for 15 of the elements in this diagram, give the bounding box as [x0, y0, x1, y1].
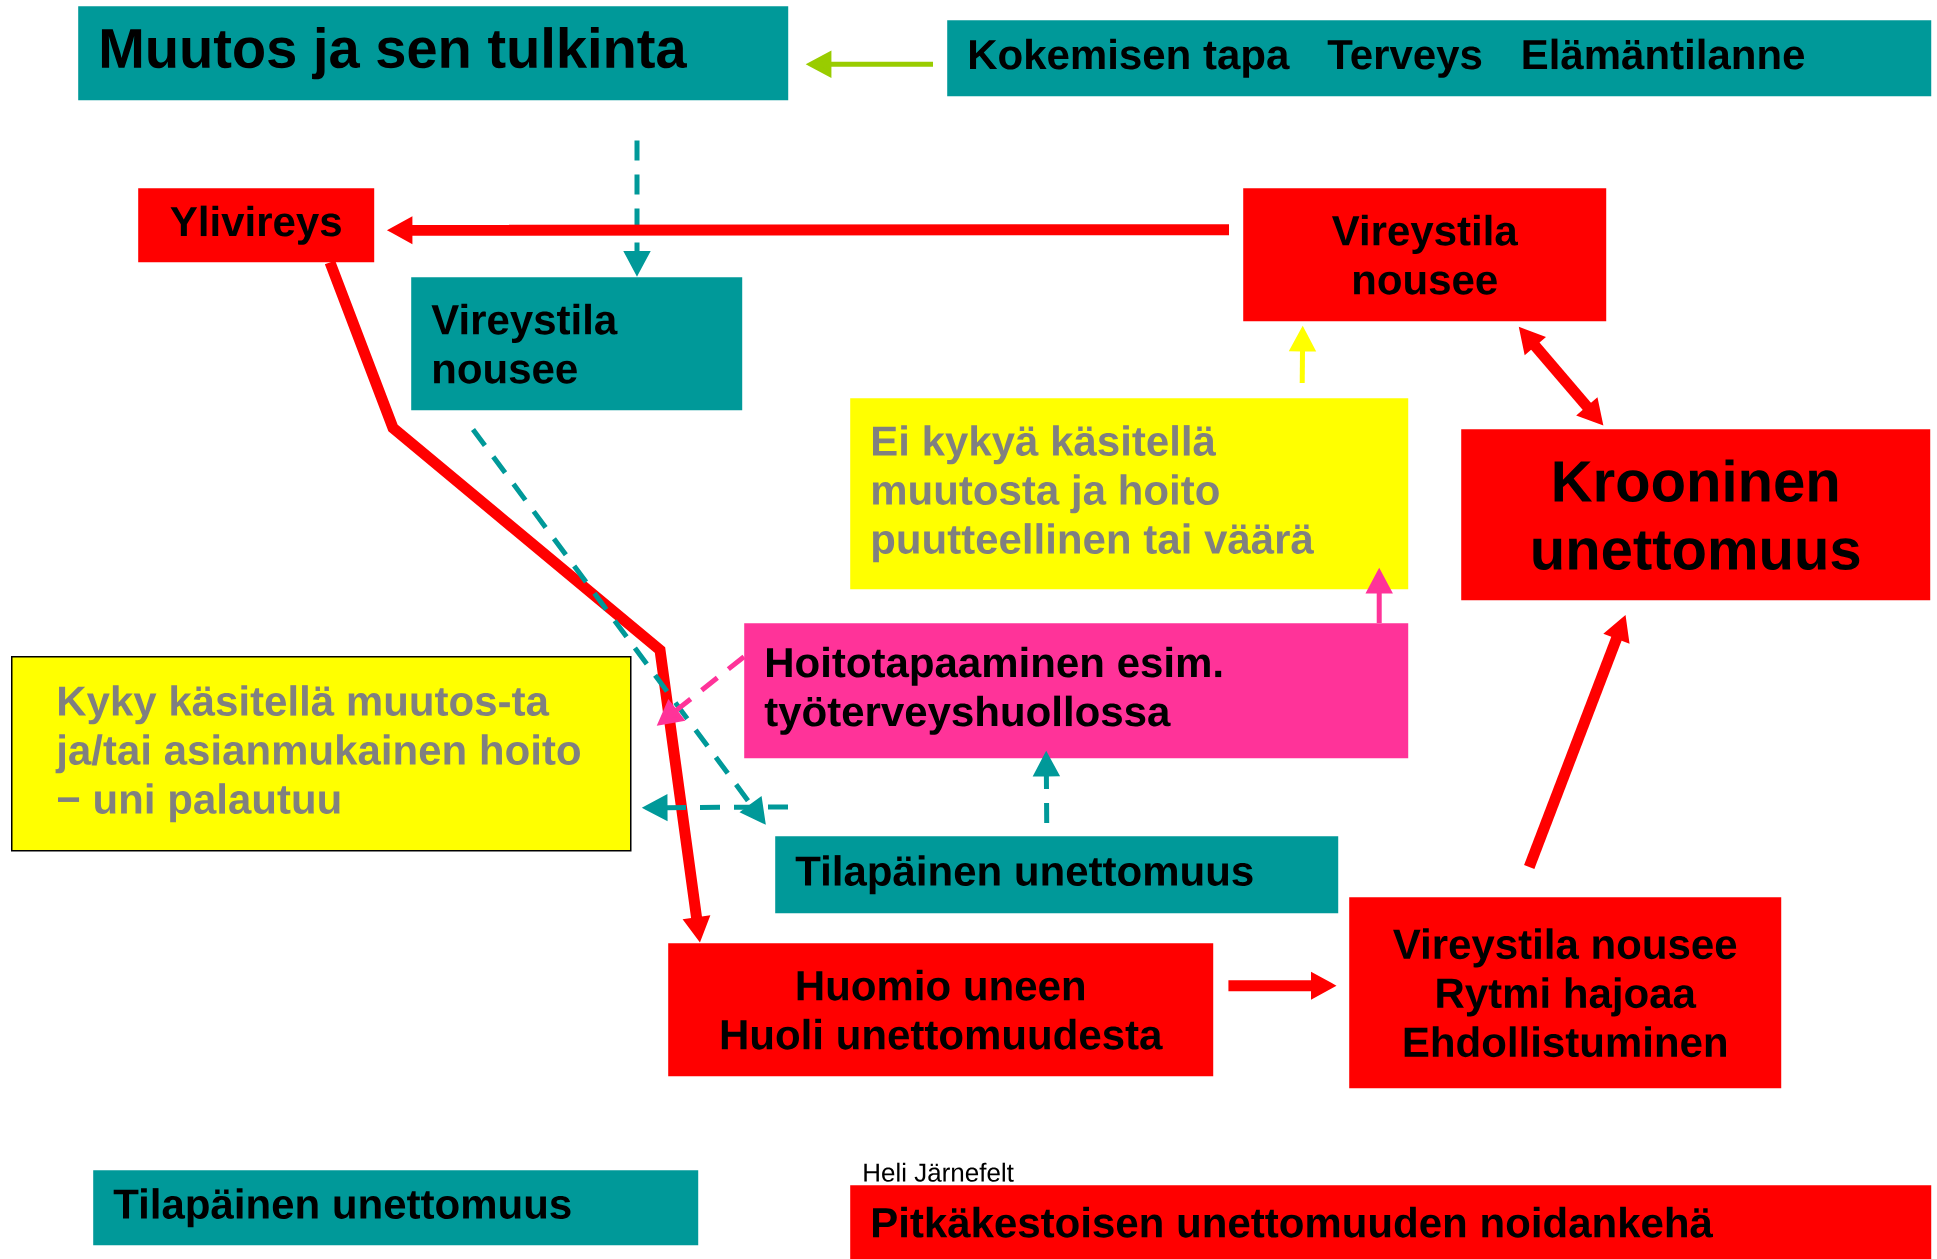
heading-box: Muutos ja sen tulkinta: [78, 6, 789, 101]
factor-box: Kokemisen tapa Terveys Elämäntilanne: [947, 20, 1932, 97]
state-box: Vireystila nousee Rytmi hajoaa Ehdollistuminen: [1349, 897, 1782, 1089]
state-box: Vireystila nousee: [411, 277, 743, 411]
outcome-box: Krooninen unettomuus: [1461, 429, 1931, 601]
note-box: Kyky käsitellä muutos-ta ja/tai asianmukainen hoito − uni palautuu: [11, 656, 632, 852]
author-name: Heli Järnefelt: [864, 1162, 1014, 1182]
state-box: Vireystila nousee: [1243, 188, 1607, 322]
state-box: Tilapäinen unettomuus: [775, 836, 1339, 914]
caption-box: Pitkäkestoisen unettomuuden noidankehä: [850, 1185, 1932, 1259]
note-box: Ei kykyä käsitellä muutosta ja hoito puutteellinen tai väärä: [850, 398, 1409, 590]
state-box: Huomio uneen Huoli unettomuudesta: [668, 943, 1214, 1077]
state-box: Ylivireys: [138, 188, 375, 263]
caption-box: Tilapäinen unettomuus: [93, 1170, 699, 1246]
care-box: Hoitotapaaminen esim. työterveyshuollossa: [744, 623, 1409, 759]
